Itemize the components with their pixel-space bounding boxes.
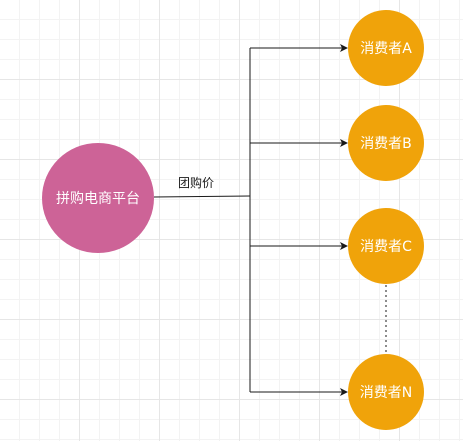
consumer-node-n: 消费者N	[348, 354, 424, 430]
platform-label: 拼购电商平台	[56, 191, 140, 207]
consumer-node-b: 消费者B	[348, 105, 424, 181]
consumer-label-c: 消费者C	[360, 239, 412, 255]
consumer-label-n: 消费者N	[359, 385, 413, 401]
consumer-node-c: 消费者C	[348, 208, 424, 284]
consumer-node-a: 消费者A	[348, 10, 424, 86]
consumer-label-b: 消费者B	[360, 136, 412, 152]
edge-label-group-price: 团购价	[178, 176, 215, 190]
trunk-line	[153, 195, 251, 198]
platform-node: 拼购电商平台	[42, 143, 154, 253]
consumer-label-a: 消费者A	[360, 41, 412, 57]
